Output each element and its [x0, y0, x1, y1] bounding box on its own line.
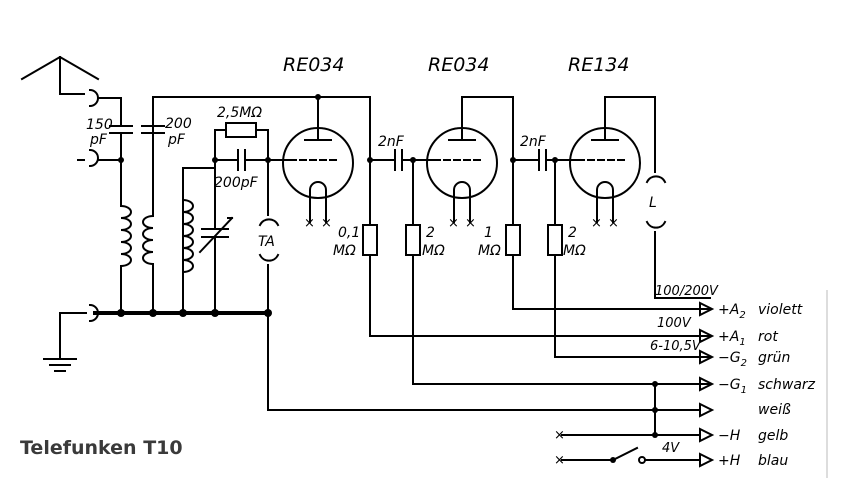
terminal-block: × × — [267, 301, 715, 468]
c-coupling-1: 2nF — [378, 134, 405, 150]
svg-text:×: × — [554, 453, 565, 468]
svg-text:×: × — [304, 216, 315, 231]
grid-3-wiring — [547, 157, 711, 358]
tube-3-label: RE134 — [568, 54, 629, 76]
coil-secondary — [142, 199, 154, 314]
ground-bus — [43, 303, 272, 372]
pickup-jack — [258, 159, 280, 411]
terminal-label-g1: −G1 schwarz — [718, 377, 816, 396]
c-antenna-value: 150 — [86, 117, 113, 133]
svg-text:×: × — [591, 216, 602, 231]
anode-2-wiring — [505, 149, 711, 310]
r-grid-label: 2,5MΩ — [217, 105, 262, 121]
tube-2-label: RE034 — [428, 54, 489, 76]
tube-1: × × — [282, 96, 354, 231]
r-load-4-unit: MΩ — [563, 243, 586, 259]
voltage-a2: 100/200V — [655, 284, 719, 299]
caption: Telefunken T10 — [20, 437, 183, 459]
c-antenna-unit: pF — [89, 132, 108, 148]
svg-text:gelb: gelb — [758, 428, 788, 444]
grid-leak — [212, 122, 291, 171]
r-load-2-value: 2 — [426, 225, 435, 241]
terminal-label-a2: +A2 violett — [718, 302, 803, 321]
r-load-3-unit: MΩ — [478, 243, 501, 259]
svg-text:+H: +H — [718, 453, 741, 469]
svg-text:×: × — [321, 216, 332, 231]
r-load-1-value: 0,1 — [338, 225, 360, 241]
r-load-1-unit: MΩ — [333, 243, 356, 259]
capacitor-200pf — [141, 96, 319, 201]
voltage-g2: 6-10,5V — [650, 339, 702, 354]
svg-text:−G2: −G2 — [718, 350, 747, 369]
terminal-label-a1: +A1 rot — [718, 329, 778, 348]
tube-1-label: RE034 — [283, 54, 344, 76]
svg-text:+A2: +A2 — [718, 302, 746, 321]
r-load-3-value: 1 — [484, 225, 493, 241]
c-coupling-2: 2nF — [520, 134, 547, 150]
a2-supply-line — [654, 289, 711, 299]
anode-1-wiring — [315, 94, 711, 337]
terminal-label-g2: −G2 grün — [718, 350, 790, 369]
c-grid-label: 200pF — [214, 175, 259, 191]
pickup-label: TA — [258, 234, 275, 250]
terminal-label-white: weiß — [758, 402, 791, 418]
tube-2: × × — [426, 96, 514, 231]
speaker-label: L — [649, 195, 657, 211]
grid-2-wiring — [405, 157, 711, 385]
svg-text:×: × — [465, 216, 476, 231]
svg-text:blau: blau — [758, 453, 788, 469]
svg-text:violett: violett — [758, 302, 803, 318]
antenna-symbol — [20, 55, 100, 95]
svg-text:rot: rot — [758, 329, 778, 345]
svg-text:weiß: weiß — [758, 402, 791, 418]
voltage-heater: 4V — [662, 441, 680, 456]
terminal-label-h-minus: −H gelb — [718, 428, 788, 444]
capacitor-150pf — [97, 97, 133, 201]
svg-text:−H: −H — [718, 428, 741, 444]
svg-text:schwarz: schwarz — [758, 377, 816, 393]
svg-text:×: × — [448, 216, 459, 231]
r-load-2-unit: MΩ — [422, 243, 445, 259]
coil-antenna — [119, 199, 132, 314]
voltage-a1: 100V — [657, 316, 692, 331]
svg-text:×: × — [554, 428, 565, 443]
svg-text:grün: grün — [758, 350, 790, 366]
svg-text:×: × — [608, 216, 619, 231]
variable-capacitor — [198, 159, 234, 314]
tube-3: × × — [569, 96, 656, 231]
terminal-label-h-plus: +H blau — [718, 453, 788, 469]
r-load-4-value: 2 — [568, 225, 577, 241]
c-200-value: 200 — [165, 116, 192, 132]
c-200-unit: pF — [167, 132, 186, 148]
svg-text:−G1: −G1 — [718, 377, 747, 396]
coil-reaction — [181, 167, 216, 314]
svg-text:+A1: +A1 — [718, 329, 746, 348]
